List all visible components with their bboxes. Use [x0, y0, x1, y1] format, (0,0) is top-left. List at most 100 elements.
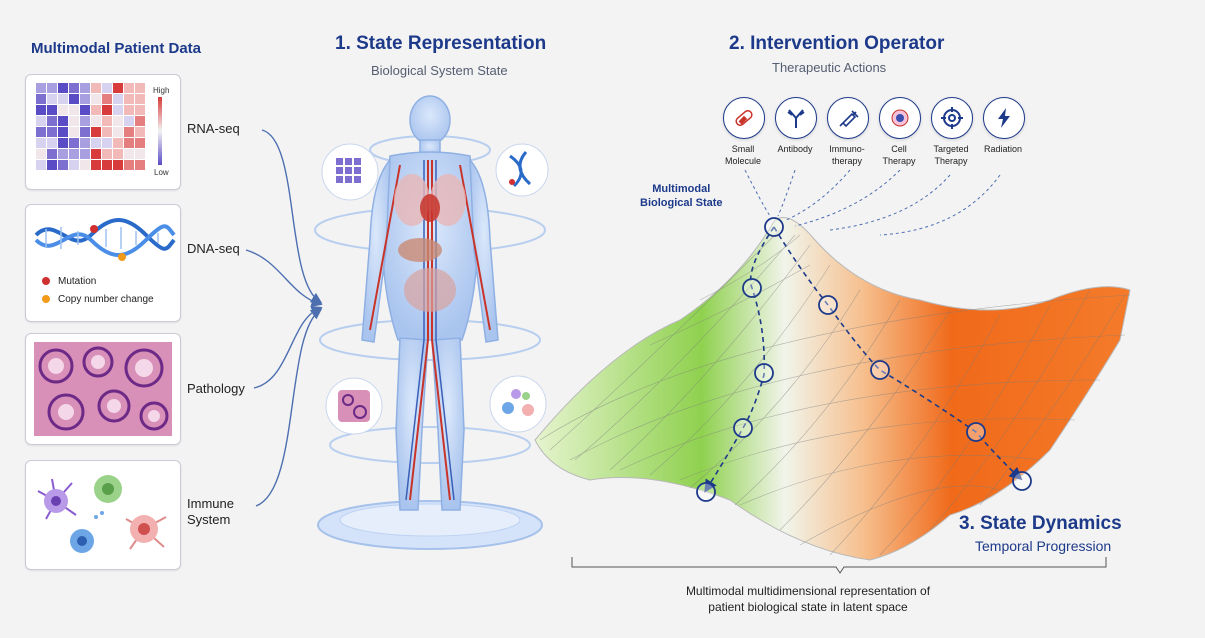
- heatmap-cell: [69, 105, 79, 115]
- heatmap-cell: [58, 149, 68, 159]
- heatmap-cell: [36, 127, 46, 137]
- heatmap-cell: [135, 83, 145, 93]
- cell-therapy-button[interactable]: [879, 97, 921, 139]
- histology-image: [34, 342, 172, 436]
- heatmap-cell: [80, 83, 90, 93]
- heatmap-cell: [58, 138, 68, 148]
- heatmap-cell: [36, 83, 46, 93]
- left-panel-title: Multimodal Patient Data: [31, 40, 202, 57]
- immune-cells-icon: [37, 475, 167, 553]
- section1-title: 1. State Representation: [335, 33, 547, 54]
- heatmap-cell: [91, 94, 101, 104]
- heatmap-cell: [36, 94, 46, 104]
- heatmap-cell: [91, 149, 101, 159]
- heatmap-cell: [80, 160, 90, 170]
- heatmap-cell: [135, 127, 145, 137]
- targeted-therapy-button[interactable]: [931, 97, 973, 139]
- small-molecule-button[interactable]: [723, 97, 765, 139]
- pathology-card: [25, 333, 181, 445]
- heatmap-low-label: Low: [154, 168, 169, 177]
- heatmap-cell: [113, 149, 123, 159]
- heatmap-cell: [113, 160, 123, 170]
- heatmap-cell: [69, 149, 79, 159]
- heatmap-cell: [135, 160, 145, 170]
- heatmap-cell: [47, 116, 57, 126]
- biological-state-label: Multimodal Biological State: [640, 183, 723, 209]
- heatmap-cell: [58, 105, 68, 115]
- pill-icon: [735, 110, 753, 126]
- section3-title: 3. State Dynamics: [959, 513, 1122, 534]
- heatmap-cell: [47, 94, 57, 104]
- heatmap-cell: [69, 116, 79, 126]
- rna-seq-card: High Low: [25, 74, 181, 190]
- heatmap-cell: [91, 138, 101, 148]
- immune-card: [25, 460, 181, 570]
- heatmap-cell: [58, 127, 68, 137]
- heatmap-cell: [69, 127, 79, 137]
- heatmap-cell: [36, 138, 46, 148]
- section2-title: 2. Intervention Operator: [729, 33, 945, 54]
- heatmap-cell: [69, 138, 79, 148]
- antibody-icon: [787, 109, 805, 128]
- heatmap-cell: [91, 83, 101, 93]
- heatmap-cell: [80, 138, 90, 148]
- small-molecule-label: Small Molecule: [724, 144, 762, 166]
- heatmap-cell: [135, 94, 145, 104]
- heatmap-cell: [113, 116, 123, 126]
- heatmap-cell: [113, 105, 123, 115]
- heatmap-cell: [80, 116, 90, 126]
- radiation-button[interactable]: [983, 97, 1025, 139]
- syringe-icon: [839, 110, 859, 128]
- heatmap-cell: [80, 149, 90, 159]
- section1-subtitle: Biological System State: [371, 63, 508, 78]
- heatmap-cell: [36, 105, 46, 115]
- heatmap-icon: High Low: [36, 83, 169, 177]
- pathology-label: Pathology: [187, 381, 245, 396]
- section2-subtitle: Therapeutic Actions: [772, 60, 887, 75]
- caption: Multimodal multidimensional representati…: [600, 583, 1016, 615]
- heatmap-cell: [47, 83, 57, 93]
- state-node-start: [764, 217, 784, 237]
- heatmap-cell: [135, 149, 145, 159]
- data-flow-arrows: [245, 129, 323, 507]
- heatmap-cell: [58, 160, 68, 170]
- heatmap-cell: [124, 116, 134, 126]
- heatmap-cell: [91, 105, 101, 115]
- caption-line-1: Multimodal multidimensional representati…: [685, 584, 931, 598]
- rna-seq-label: RNA-seq: [187, 121, 240, 136]
- cell-therapy-label: Cell Therapy: [882, 144, 916, 166]
- heatmap-cell: [69, 160, 79, 170]
- caption-bracket: [571, 557, 1107, 574]
- heatmap-cell: [113, 83, 123, 93]
- heatmap-cell: [113, 138, 123, 148]
- heatmap-cell: [102, 94, 112, 104]
- heatmap-cell: [91, 116, 101, 126]
- antibody-label: Antibody: [777, 144, 813, 154]
- heatmap-cell: [135, 105, 145, 115]
- heatmap-cell: [102, 105, 112, 115]
- heatmap-cell: [102, 127, 112, 137]
- heatmap-cell: [58, 83, 68, 93]
- heatmap-cell: [80, 94, 90, 104]
- heatmap-bubble-icon: [321, 143, 379, 201]
- heatmap-cell: [124, 160, 134, 170]
- heatmap-cell: [113, 127, 123, 137]
- immunotherapy-button[interactable]: [827, 97, 869, 139]
- heatmap-cell: [102, 160, 112, 170]
- target-icon: [941, 107, 963, 129]
- copy-number-legend: Copy number change: [58, 294, 154, 305]
- heatmap-cell: [58, 94, 68, 104]
- heatmap-cell: [135, 138, 145, 148]
- dna-seq-card: Mutation Copy number change: [25, 204, 181, 322]
- heatmap-cell: [124, 94, 134, 104]
- heatmap-cell: [124, 83, 134, 93]
- lightning-icon: [998, 108, 1010, 128]
- antibody-button[interactable]: [775, 97, 817, 139]
- heatmap-cell: [36, 160, 46, 170]
- heatmap-cell: [124, 105, 134, 115]
- heatmap-cell: [47, 149, 57, 159]
- heatmap-cell: [102, 116, 112, 126]
- heatmap-cell: [47, 127, 57, 137]
- heatmap-cell: [113, 94, 123, 104]
- state-landscape: [534, 170, 1131, 561]
